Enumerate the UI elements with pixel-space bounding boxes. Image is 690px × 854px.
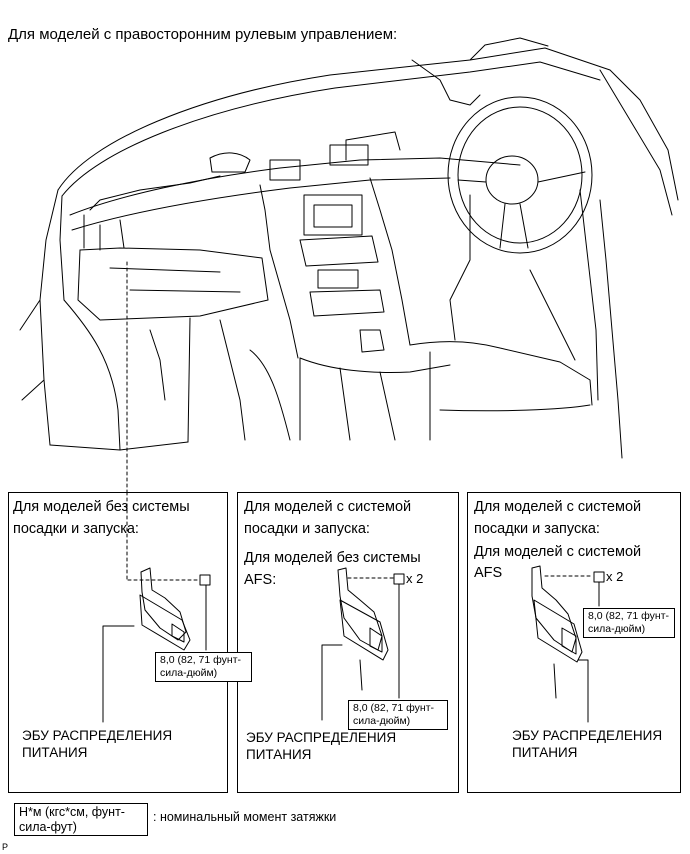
panel-smart-entry-without-afs: Для моделей с системой посадки и запуска… (237, 492, 459, 793)
ecu-label-line1: ЭБУ РАСПРЕДЕЛЕНИЯ (246, 730, 397, 745)
corner-mark: P (2, 842, 9, 852)
torque-spec-2: 8,0 (82, 71 фунт- сила-дюйм) (348, 700, 448, 730)
torque-line1: 8,0 (82, 71 фунт- (588, 610, 669, 622)
panel-smart-entry-with-afs: Для моделей с системой посадки и запуска… (467, 492, 681, 793)
car-interior-drawing (19, 37, 679, 581)
panel-heading-line1: Для моделей с системой (474, 499, 642, 515)
panel-without-smart-entry: Для моделей без системы посадки и запуск… (8, 492, 228, 793)
ecu-label-3: ЭБУ РАСПРЕДЕЛЕНИЯ ПИТАНИЯ (512, 727, 662, 761)
panel-heading-line1: Для моделей без системы (13, 499, 190, 515)
ecu-label-line2: ПИТАНИЯ (246, 747, 312, 762)
bolt-icon (393, 573, 405, 585)
panel-heading-line2: посадки и запуска: (13, 521, 139, 537)
ecu-label-1: ЭБУ РАСПРЕДЕЛЕНИЯ ПИТАНИЯ (22, 727, 172, 761)
panel-subheading-line2: AFS (474, 565, 503, 581)
torque-line1: 8,0 (82, 71 фунт- (160, 654, 241, 666)
ecu-label-line2: ПИТАНИЯ (512, 745, 578, 760)
bolt-count-3: x 2 (606, 569, 624, 584)
panel-subheading-line2: AFS: (244, 572, 277, 588)
panel-heading-line2: посадки и запуска: (474, 521, 600, 537)
torque-spec-3: 8,0 (82, 71 фунт- сила-дюйм) (583, 608, 675, 638)
ecu-label-2: ЭБУ РАСПРЕДЕЛЕНИЯ ПИТАНИЯ (246, 729, 396, 763)
torque-line2: сила-дюйм) (353, 715, 411, 727)
ecu-label-line1: ЭБУ РАСПРЕДЕЛЕНИЯ (512, 728, 663, 743)
bolt-icon (199, 574, 211, 586)
ecu-drawing-1 (102, 491, 211, 723)
ecu-label-line1: ЭБУ РАСПРЕДЕЛЕНИЯ (22, 728, 173, 743)
bolt-count-2: x 2 (406, 571, 424, 586)
torque-line2: сила-дюйм) (588, 623, 646, 635)
page-title: Для моделей с правосторонним рулевым упр… (8, 26, 398, 43)
legend-unit-line1: Н*м (кгс*см, фунт- (19, 805, 125, 819)
torque-spec-1: 8,0 (82, 71 фунт- сила-дюйм) (155, 652, 252, 682)
torque-line2: сила-дюйм) (160, 667, 218, 679)
legend-unit-line2: сила-фут) (19, 820, 77, 834)
panel-heading-line2: посадки и запуска: (244, 521, 370, 537)
bolt-icon (593, 571, 605, 583)
panel-subheading-line1: Для моделей без системы (244, 550, 421, 566)
legend-description: : номинальный момент затяжки (153, 810, 337, 824)
panel-subheading-line1: Для моделей с системой (474, 544, 642, 560)
panel-heading-line1: Для моделей с системой (244, 499, 412, 515)
torque-unit-legend: Н*м (кгс*см, фунт- сила-фут) (14, 803, 148, 836)
ecu-drawing-3 (531, 565, 605, 723)
torque-line1: 8,0 (82, 71 фунт- (353, 702, 434, 714)
ecu-drawing-2 (321, 567, 405, 721)
ecu-label-line2: ПИТАНИЯ (22, 745, 88, 760)
